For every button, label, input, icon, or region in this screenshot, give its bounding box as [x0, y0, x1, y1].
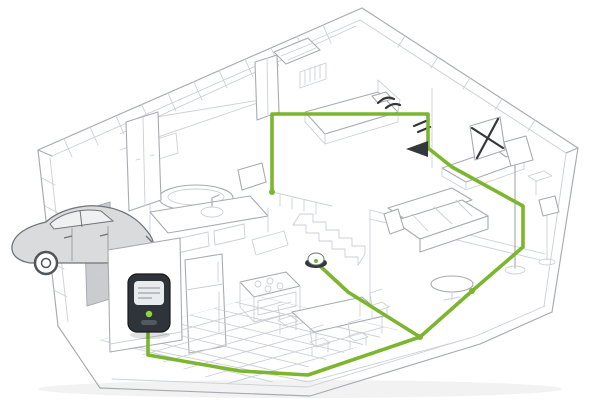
kitchen	[149, 194, 301, 354]
ground-shadow	[38, 380, 562, 398]
wire-loop	[270, 112, 430, 194]
wire-right-run	[426, 146, 525, 293]
stairs	[279, 194, 366, 266]
wiring	[146, 112, 525, 377]
panel-button	[141, 320, 157, 325]
ceiling-dome-sensor	[305, 252, 327, 268]
wall-sensor	[406, 141, 428, 157]
sensors	[305, 141, 428, 268]
wire-floor-run	[146, 289, 474, 377]
car-wheel-rear	[33, 250, 59, 276]
wardrobe-left	[125, 111, 162, 212]
window-x-frame	[469, 116, 506, 161]
upstairs-bedroom	[254, 54, 401, 145]
status-led	[145, 310, 153, 318]
control-panel	[127, 273, 171, 339]
living-room	[383, 135, 560, 301]
wire-sensor-drop	[318, 264, 422, 339]
dining-set	[277, 288, 390, 357]
wire-junction	[417, 334, 423, 340]
wire-junction	[269, 189, 275, 195]
wire-junction	[469, 288, 475, 294]
skylight	[273, 37, 321, 65]
